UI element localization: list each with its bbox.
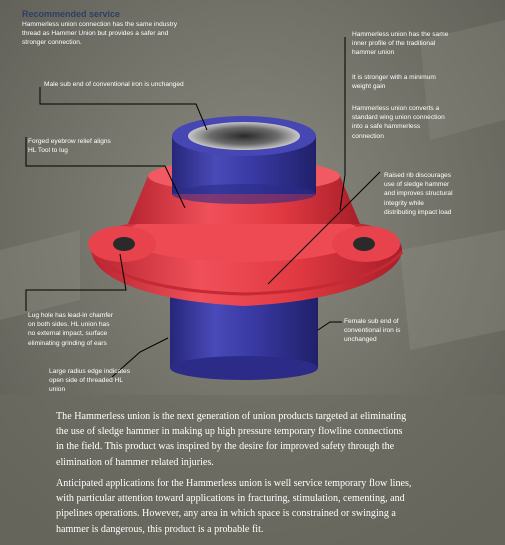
leader-lines [25,37,381,378]
bore [188,122,300,150]
body-paragraph-2: Anticipated applications for the Hammerl… [56,478,412,535]
annotation-female-sub: Female sub end of conventional iron is u… [344,318,401,344]
male-sub-pipe [172,116,316,204]
annotation-stronger: It is stronger with a minimum weight gai… [352,74,436,91]
annotation-male-sub: Male sub end of conventional iron is unc… [44,81,184,88]
section-title: Recommended service [22,9,121,19]
intro-text: Hammerless union connection has the same… [22,21,178,47]
annotation-converts: Hammerless union converts a standard win… [352,105,445,140]
annotation-lug-hole: Lug hole has lead-in chamfer on both sid… [28,312,114,347]
annotation-same-profile: Hammerless union has the same inner prof… [352,31,449,57]
text-panel-bg [0,395,505,545]
annotation-raised-rib: Raised rib discourages use of sledge ham… [384,172,453,216]
body-paragraph-1: The Hammerless union is the next generat… [56,411,407,468]
lug-hole-left [113,237,135,251]
annotation-large-radius: Large radius edge indicates open side of… [49,368,131,394]
annotation-eyebrow: Forged eyebrow relief aligns HL Tool to … [28,138,111,155]
lug-hole-right [353,237,375,251]
